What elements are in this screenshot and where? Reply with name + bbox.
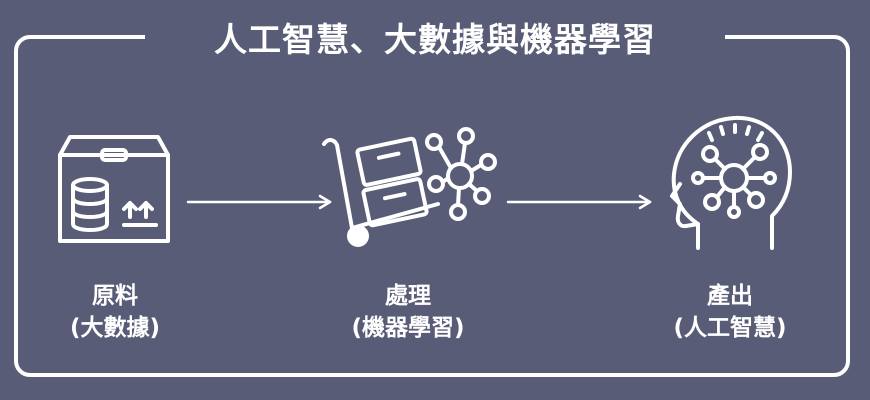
step-detail: (人工智慧) <box>673 315 787 341</box>
step-name: 產出 <box>707 283 753 309</box>
head-network-icon <box>670 115 792 250</box>
box-database-icon <box>58 135 170 243</box>
step-label-raw-material: 原料 (大數據) <box>5 280 225 344</box>
step-detail: (大數據) <box>69 315 161 341</box>
step-label-output: 產出 (人工智慧) <box>620 280 840 344</box>
flow-arrow-2 <box>506 194 652 210</box>
step-label-processing: 處理 (機器學習) <box>298 280 518 344</box>
flow-arrow-1 <box>186 194 332 210</box>
diagram-title: 人工智慧、大數據與機器學習 <box>145 14 725 60</box>
step-name: 處理 <box>385 283 431 309</box>
step-name: 原料 <box>92 283 138 309</box>
step-detail: (機器學習) <box>351 315 465 341</box>
hand-truck-network-icon <box>322 127 497 247</box>
